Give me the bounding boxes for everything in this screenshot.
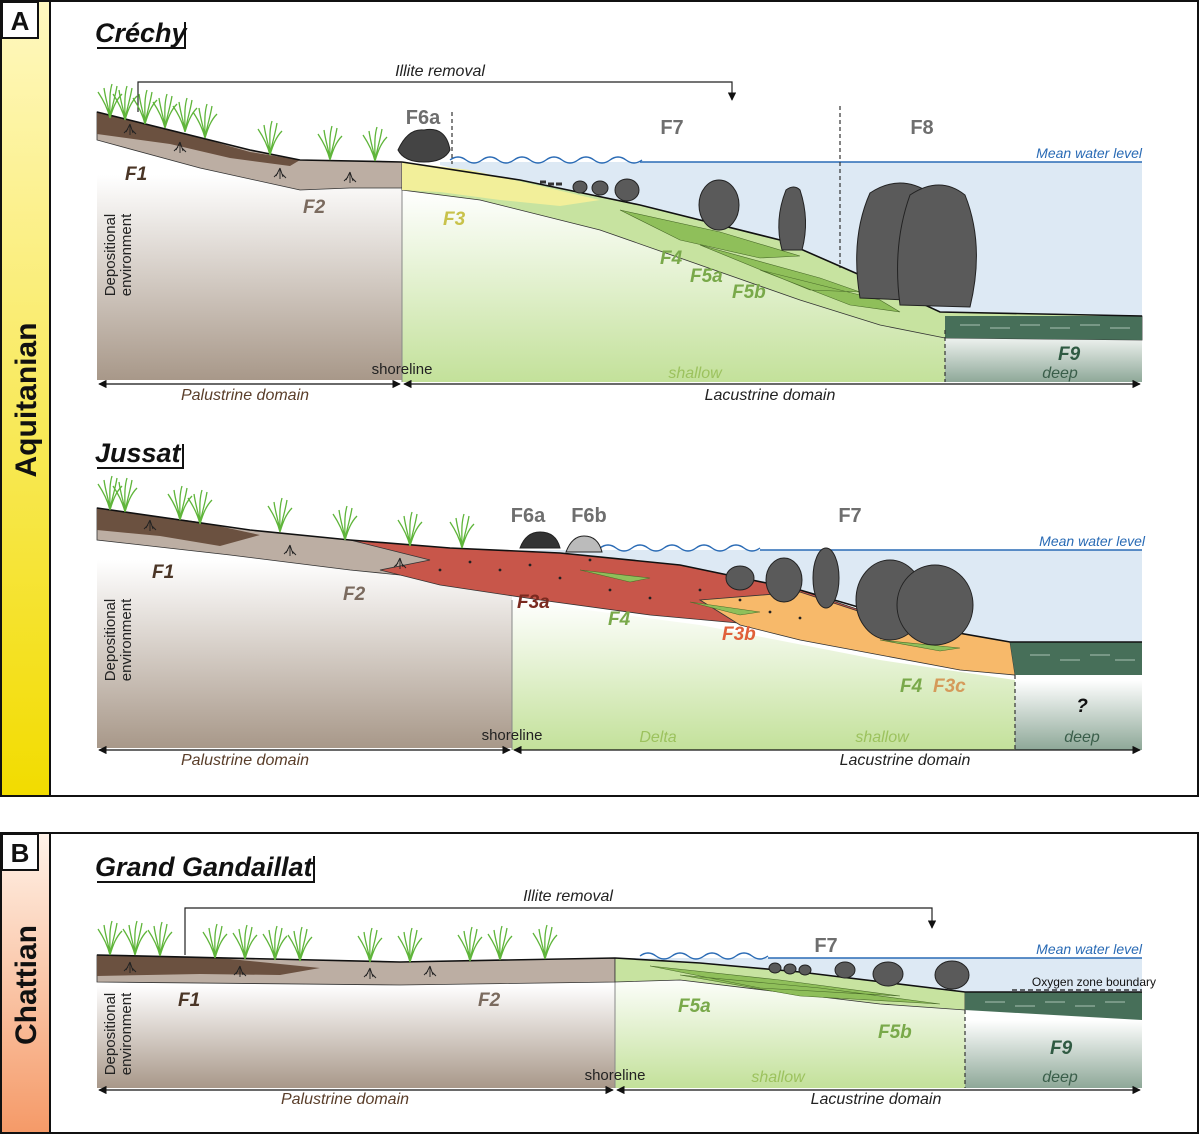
water-level-crechy: Mean water level bbox=[1036, 145, 1143, 161]
stromatolite-icon bbox=[768, 960, 970, 990]
shallow-gandaillat: shallow bbox=[751, 1069, 806, 1086]
age-label-chattian: Chattian bbox=[10, 925, 43, 1045]
svg-text:environment: environment bbox=[118, 213, 135, 296]
illite-arrow bbox=[137, 81, 737, 112]
facies-f7-crechy: F7 bbox=[660, 117, 683, 139]
svg-text:Depositional: Depositional bbox=[102, 993, 119, 1076]
age-label-aquitanian: Aquitanian bbox=[10, 323, 43, 478]
chattian-band bbox=[2, 834, 50, 1132]
site-title-crechy: Créchy bbox=[95, 18, 189, 48]
svg-text:environment: environment bbox=[118, 992, 135, 1075]
facies-f9-crechy: F9 bbox=[1058, 344, 1081, 365]
panel-a-letter: A bbox=[11, 6, 30, 36]
facies-f5a-crechy: F5a bbox=[690, 266, 723, 287]
layer-f1-crechy bbox=[97, 112, 300, 166]
stromatolite-icon bbox=[397, 128, 977, 308]
layer-f9-jussat bbox=[1010, 642, 1142, 675]
delta-jussat: Delta bbox=[639, 729, 676, 746]
sand-dots-jussat bbox=[438, 558, 802, 620]
facies-f1-jussat: F1 bbox=[152, 562, 174, 583]
shoreline-gandaillat: shoreline bbox=[585, 1067, 646, 1084]
deep-jussat: deep bbox=[1064, 729, 1100, 746]
site-title-grand-gandaillat: Grand Gandaillat bbox=[95, 852, 314, 882]
lacustrine-jussat: Lacustrine domain bbox=[840, 752, 971, 769]
env-shallow-crechy bbox=[402, 190, 945, 382]
env-palustrine-gandaillat bbox=[97, 985, 615, 1088]
facies-f4b-jussat: F4 bbox=[900, 676, 923, 697]
question-mark-jussat: ? bbox=[1076, 696, 1088, 717]
facies-f1-gandaillat: F1 bbox=[178, 990, 200, 1011]
facies-f9-gandaillat: F9 bbox=[1050, 1038, 1073, 1059]
layer-f3-crechy bbox=[402, 162, 600, 206]
facies-f2-jussat: F2 bbox=[343, 584, 366, 605]
site-jussat: Jussat Mean water level bbox=[95, 438, 1146, 769]
illite-arrow bbox=[184, 907, 937, 955]
env-palustrine-jussat bbox=[97, 560, 512, 748]
facies-f8-crechy: F8 bbox=[910, 117, 933, 139]
aquitanian-band bbox=[2, 2, 50, 795]
shallow-jussat: shallow bbox=[855, 729, 910, 746]
panel-a: A Aquitanian Créchy Illite removal Mean … bbox=[0, 0, 1199, 797]
env-palustrine-crechy bbox=[97, 175, 402, 380]
facies-f6b-jussat: F6b bbox=[571, 505, 607, 527]
facies-f5a-gandaillat: F5a bbox=[678, 996, 711, 1017]
layer-f9-gandaillat bbox=[965, 992, 1142, 1020]
water-level-gandaillat: Mean water level bbox=[1036, 941, 1143, 957]
water-wave-crechy bbox=[449, 156, 643, 164]
panel-b-letter: B bbox=[11, 838, 30, 868]
layer-f5-crechy bbox=[619, 209, 901, 313]
facies-f3b-jussat: F3b bbox=[722, 624, 756, 645]
palustrine-crechy: Palustrine domain bbox=[181, 387, 309, 404]
illite-label-gandaillat: Illite removal bbox=[523, 888, 613, 905]
site-grand-gandaillat: Grand Gandaillat Illite removal Mean wat… bbox=[95, 852, 1156, 1108]
env-shallow-jussat bbox=[512, 600, 1015, 750]
panel-b: B Chattian Grand Gandaillat Illite remov… bbox=[0, 832, 1199, 1134]
facies-f3a-jussat: F3a bbox=[517, 592, 550, 613]
deep-crechy: deep bbox=[1042, 365, 1078, 382]
lacustrine-crechy: Lacustrine domain bbox=[705, 387, 836, 404]
svg-text:environment: environment bbox=[118, 598, 135, 681]
shoreline-crechy: shoreline bbox=[372, 361, 433, 378]
facies-f7-jussat: F7 bbox=[838, 505, 861, 527]
facies-f3-crechy: F3 bbox=[443, 209, 466, 230]
facies-f3c-jussat: F3c bbox=[933, 676, 966, 697]
water-level-jussat: Mean water level bbox=[1039, 533, 1146, 549]
env-deep-jussat bbox=[1015, 680, 1142, 750]
site-title-jussat: Jussat bbox=[95, 438, 182, 468]
palustrine-gandaillat: Palustrine domain bbox=[281, 1091, 409, 1108]
facies-f2-crechy: F2 bbox=[303, 197, 326, 218]
layer-f1-gandaillat bbox=[97, 955, 320, 976]
facies-f1-crechy: F1 bbox=[125, 164, 147, 185]
site-crechy: Créchy Illite removal Mean water level bbox=[95, 18, 1143, 404]
facies-f7-gandaillat: F7 bbox=[814, 935, 837, 957]
panel-a-letter-box bbox=[1, 1, 39, 39]
shoreline-jussat: shoreline bbox=[482, 727, 543, 744]
facies-f5b-crechy: F5b bbox=[732, 282, 766, 303]
shallow-crechy: shallow bbox=[668, 365, 723, 382]
facies-f4-jussat: F4 bbox=[608, 609, 631, 630]
facies-f5b-gandaillat: F5b bbox=[878, 1022, 912, 1043]
oxygen-boundary-label: Oxygen zone boundary bbox=[1032, 975, 1156, 989]
palustrine-jussat: Palustrine domain bbox=[181, 752, 309, 769]
deep-gandaillat: deep bbox=[1042, 1069, 1078, 1086]
env-label-gandaillat: Depositional environment bbox=[102, 992, 135, 1075]
layer-f9-crechy bbox=[945, 316, 1142, 340]
facies-f6a-crechy: F6a bbox=[406, 107, 441, 129]
svg-text:Depositional: Depositional bbox=[102, 599, 119, 682]
layer-f1-jussat bbox=[97, 508, 260, 546]
lacustrine-gandaillat: Lacustrine domain bbox=[811, 1091, 942, 1108]
env-label-crechy: Depositional environment bbox=[102, 213, 135, 296]
panel-b-letter-box bbox=[1, 833, 39, 871]
facies-f2-gandaillat: F2 bbox=[478, 990, 501, 1011]
svg-text:Depositional: Depositional bbox=[102, 214, 119, 297]
facies-f4-crechy: F4 bbox=[660, 248, 683, 269]
env-label-jussat: Depositional environment bbox=[102, 598, 135, 681]
env-deep-gandaillat bbox=[965, 1020, 1142, 1088]
facies-f6a-jussat: F6a bbox=[511, 505, 546, 527]
stromatolite-icon bbox=[519, 531, 974, 646]
illite-label-crechy: Illite removal bbox=[395, 63, 485, 80]
layer-f4-jussat bbox=[579, 569, 961, 652]
